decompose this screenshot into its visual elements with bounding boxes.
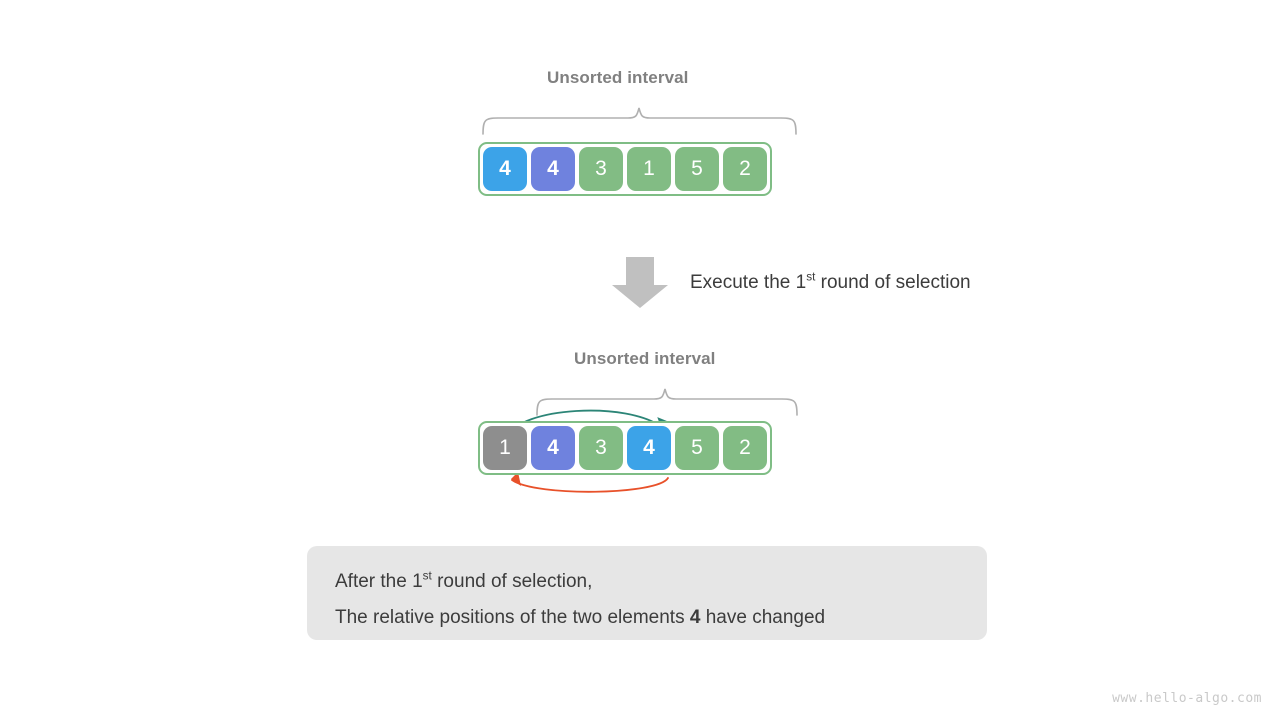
unsorted-interval-brace-step1 [482,107,797,135]
array-cell[interactable]: 4 [531,147,575,191]
note-line-1-after: round of selection, [431,571,593,592]
note-line-2-after: have changed [700,607,826,628]
array-cell[interactable]: 2 [723,426,767,470]
step-transition-text: Execute the 1st round of selection [690,270,971,294]
array-cell[interactable]: 5 [675,426,719,470]
conclusion-note-box: After the 1st round of selection, The re… [307,546,987,640]
step-text-after: round of selection [815,272,971,293]
array-cell[interactable]: 5 [675,147,719,191]
down-arrow-icon [612,257,668,308]
array-step2: 1 4 3 4 5 2 [478,421,772,475]
watermark: www.hello-algo.com [1112,691,1262,706]
note-line-1: After the 1st round of selection, [335,564,959,600]
array-cell[interactable]: 4 [627,426,671,470]
array-cell[interactable]: 4 [483,147,527,191]
note-line-2-highlight: 4 [689,607,701,628]
unsorted-interval-brace-step2 [536,388,798,416]
array-cell[interactable]: 1 [627,147,671,191]
array-cell[interactable]: 2 [723,147,767,191]
array-cell[interactable]: 4 [531,426,575,470]
note-line-1-ordinal-suffix: st [422,569,432,583]
note-line-1-before: After the 1 [335,571,423,592]
array-cell[interactable]: 3 [579,426,623,470]
note-line-2: The relative positions of the two elemen… [335,600,959,636]
unsorted-interval-label-step1: Unsorted interval [547,68,689,87]
note-line-2-before: The relative positions of the two elemen… [335,607,690,628]
array-cell[interactable]: 1 [483,426,527,470]
step-text-ordinal-suffix: st [806,270,816,284]
step-text-before: Execute the 1 [690,272,807,293]
unsorted-interval-label-step2: Unsorted interval [574,349,716,368]
array-step1: 4 4 3 1 5 2 [478,142,772,196]
array-cell[interactable]: 3 [579,147,623,191]
